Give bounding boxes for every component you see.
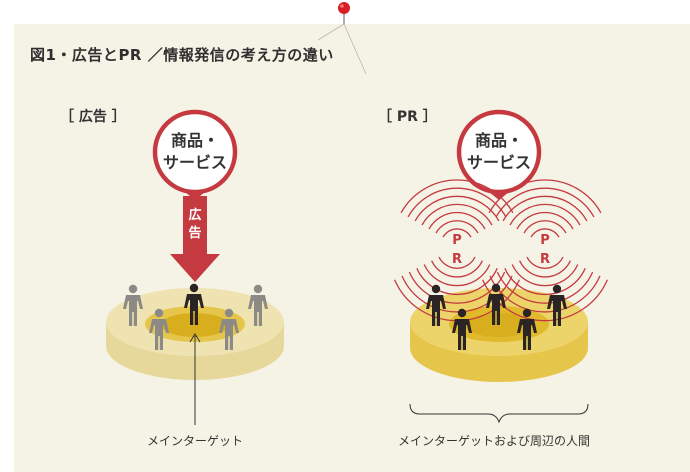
- ad-circle-line1: 商品・: [170, 131, 219, 150]
- ad-arrow-label-2: 告: [188, 226, 202, 241]
- pr-caption: メインターゲットおよび周辺の人間: [398, 434, 591, 448]
- pr-wave-right-r: R: [539, 252, 550, 267]
- pr-circle-line1: 商品・: [474, 131, 523, 150]
- ad-panel-label: ［ 広告 ］: [60, 109, 126, 125]
- figure-title: 図1・広告とPR ／情報発信の考え方の違い: [30, 46, 334, 64]
- ad-circle-line2: サービス: [162, 153, 227, 172]
- pr-panel-label: ［ PR ］: [378, 109, 437, 125]
- figure-card: [14, 24, 690, 472]
- pr-circle-line2: サービス: [466, 153, 531, 172]
- ad-source-circle: [152, 109, 238, 200]
- ad-caption: メインターゲット: [147, 434, 244, 448]
- pr-wave-left-p: P: [452, 233, 462, 248]
- ad-arrow-label-1: 広: [188, 208, 202, 223]
- pr-waves-icon: [394, 179, 608, 322]
- ad-arrow-icon: [170, 196, 220, 282]
- pr-source-circle: [456, 109, 542, 200]
- pr-wave-left-r: R: [451, 252, 462, 267]
- pr-wave-right-p: P: [540, 233, 550, 248]
